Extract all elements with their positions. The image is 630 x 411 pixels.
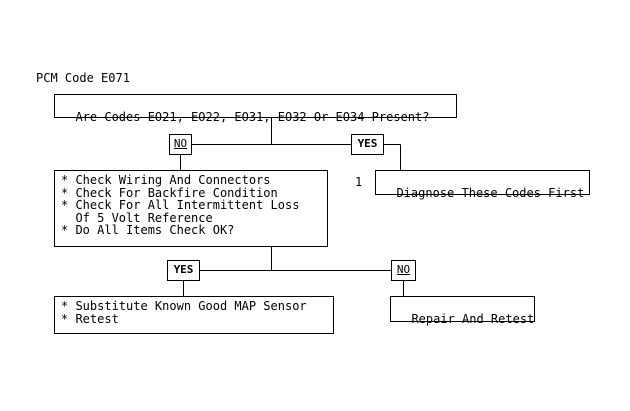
check-line: * Do All Items Check OK? bbox=[61, 223, 235, 237]
check-line: * Check For Backfire Condition bbox=[61, 185, 278, 200]
question-box-codes-present: Are Codes EO21, EO22, EO31, EO32 Or EO34… bbox=[54, 94, 457, 123]
yes-label-2: YES bbox=[167, 260, 200, 281]
yes-label-1: YES bbox=[351, 134, 384, 155]
repair-text: Repair And Retest bbox=[411, 311, 535, 326]
checks-box: * Check Wiring And Connectors * Check Fo… bbox=[54, 170, 328, 247]
check-line: * Check Wiring And Connectors bbox=[61, 173, 271, 187]
repair-retest-box: Repair And Retest bbox=[390, 296, 535, 325]
check-line: Of 5 Volt Reference bbox=[61, 210, 213, 225]
substitute-sensor-box: * Substitute Known Good MAP Sensor * Ret… bbox=[54, 296, 334, 334]
check-line: * Check For All Intermittent Loss bbox=[61, 198, 300, 212]
step-number: 1 bbox=[355, 175, 363, 189]
substitute-line: * Retest bbox=[61, 311, 119, 326]
no-label-2: NO bbox=[391, 260, 416, 281]
no-label-1: NO bbox=[169, 134, 192, 155]
question-text: Are Codes EO21, EO22, EO31, EO32 Or EO34… bbox=[75, 109, 430, 124]
diagnose-codes-box: Diagnose These Codes First bbox=[375, 170, 590, 199]
substitute-line: * Substitute Known Good MAP Sensor bbox=[61, 299, 307, 313]
diagnose-text: Diagnose These Codes First bbox=[396, 185, 585, 200]
page-title: PCM Code E071 bbox=[36, 71, 130, 85]
